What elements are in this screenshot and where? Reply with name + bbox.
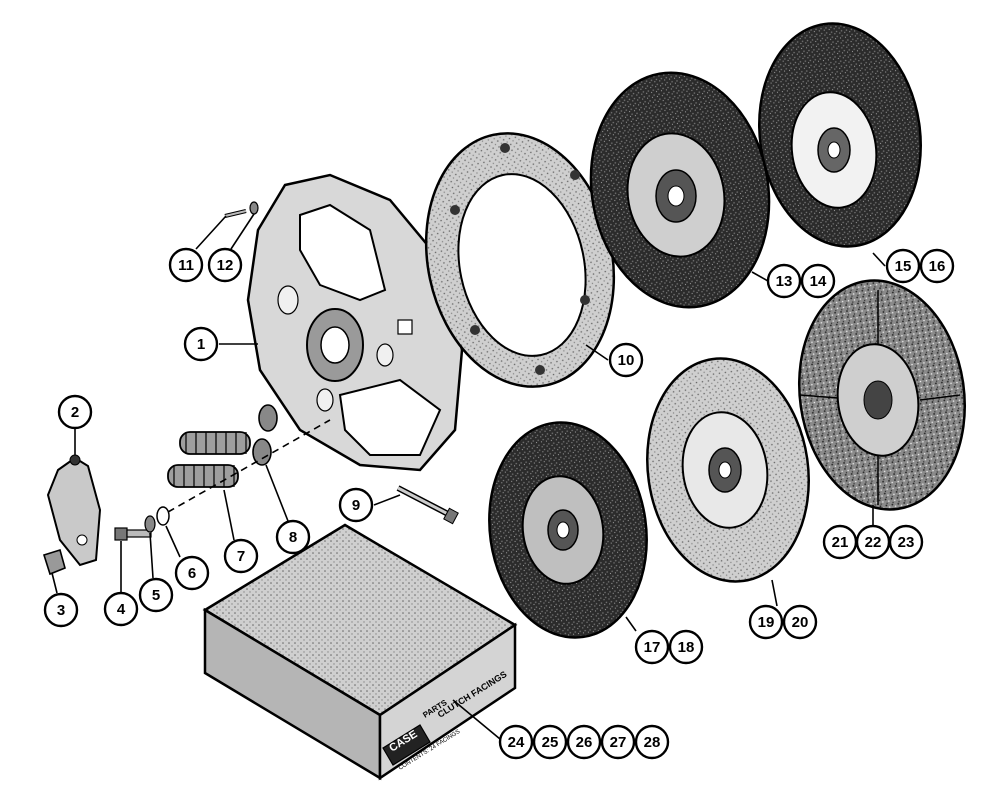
svg-text:28: 28 [644,734,661,751]
callout-26: 26 [566,724,602,760]
svg-text:4: 4 [117,601,126,618]
callout-28: 28 [634,724,670,760]
callout-12: 12 [207,247,243,283]
svg-text:1: 1 [197,336,205,353]
svg-text:19: 19 [758,614,775,631]
callout-14: 14 [800,263,836,299]
svg-text:15: 15 [895,258,912,275]
svg-text:26: 26 [576,734,593,751]
callout-1: 1 [183,326,219,362]
spring-cups [252,404,278,466]
svg-text:7: 7 [237,548,245,565]
callout-2: 2 [57,394,93,430]
svg-text:8: 8 [289,529,297,546]
callout-25: 25 [532,724,568,760]
callout-5: 5 [138,577,174,613]
clutch-pressure-ring [424,132,616,388]
svg-text:27: 27 [610,734,627,751]
callout-6: 6 [174,555,210,591]
callout-24: 24 [498,724,534,760]
lever-pin [42,548,66,576]
pressure-plate-cover [246,173,464,472]
svg-text:16: 16 [929,258,946,275]
svg-text:25: 25 [542,734,559,751]
leader-lines [51,213,886,740]
callout-13: 13 [766,263,802,299]
release-lever [46,454,102,567]
callout-27: 27 [600,724,636,760]
callout-10: 10 [608,342,644,378]
lock-washer [144,515,156,533]
svg-text:2: 2 [71,404,79,421]
svg-text:24: 24 [508,734,525,751]
callout-7: 7 [223,538,259,574]
callout-19: 19 [748,604,784,640]
flat-washer [156,506,170,526]
svg-text:17: 17 [644,639,661,656]
callout-22: 22 [855,524,891,560]
svg-text:5: 5 [152,587,160,604]
clutch-disc-segmented [797,279,967,511]
svg-text:23: 23 [898,534,915,551]
svg-text:12: 12 [217,257,234,274]
callout-8: 8 [275,519,311,555]
svg-text:11: 11 [178,257,194,274]
callout-15: 15 [885,248,921,284]
svg-text:14: 14 [810,273,827,290]
callout-18: 18 [668,629,704,665]
callout-20: 20 [782,604,818,640]
callout-3: 3 [43,592,79,628]
clutch-disc-woven [589,71,771,309]
svg-text:20: 20 [792,614,809,631]
cover-washer [249,201,259,215]
clutch-disc-ceramic [758,22,922,248]
svg-text:13: 13 [776,273,793,290]
svg-text:18: 18 [678,639,695,656]
svg-text:22: 22 [865,534,882,551]
callout-4: 4 [103,591,139,627]
clutch-disc-dark-lower [488,421,648,639]
callout-17: 17 [634,629,670,665]
case-logo-badge [382,724,431,766]
svg-text:3: 3 [57,602,65,619]
pressure-springs [167,431,251,488]
callout-21: 21 [822,524,858,560]
callout-11: 11 [168,247,204,283]
svg-text:10: 10 [618,352,635,369]
cover-screw [224,209,247,218]
long-bolt [396,485,459,525]
lever-bolt [114,527,152,541]
callout-23: 23 [888,524,924,560]
svg-text:21: 21 [832,534,849,551]
callout-16: 16 [919,248,955,284]
svg-text:9: 9 [352,497,360,514]
callout-9: 9 [338,487,374,523]
svg-text:6: 6 [188,565,196,582]
clutch-disc-organic [646,357,810,583]
